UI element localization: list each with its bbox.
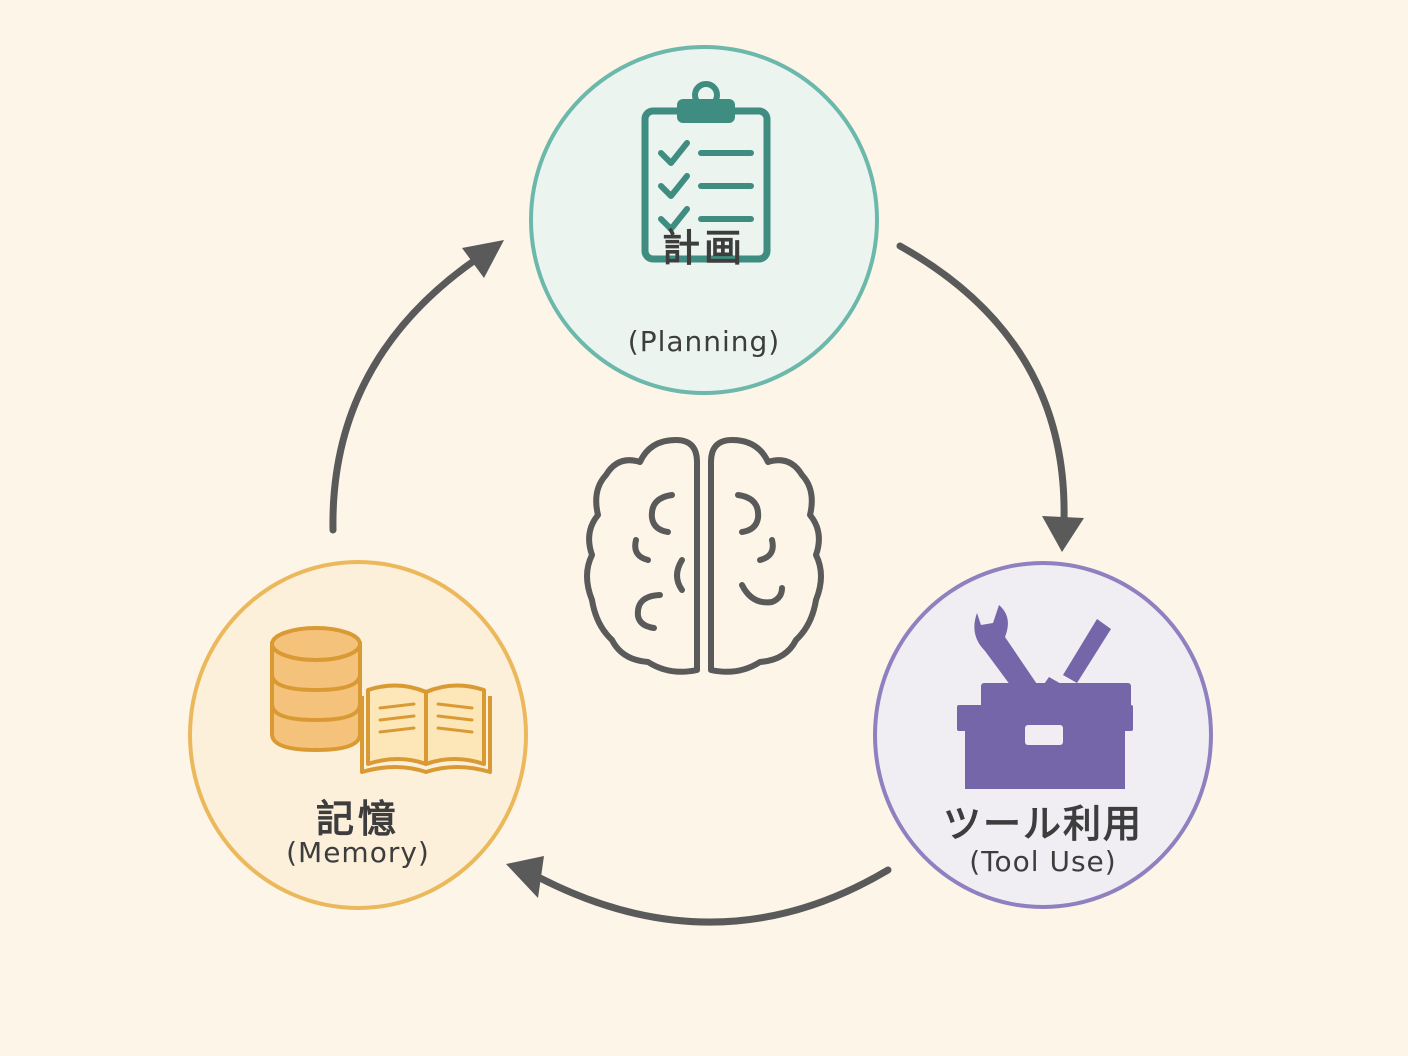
brain-icon xyxy=(584,437,824,675)
tool-use-title: ツール利用 xyxy=(942,802,1143,846)
database-book-icon xyxy=(270,626,492,774)
toolbox-icon xyxy=(957,605,1133,789)
memory-subtitle: (Memory) xyxy=(286,836,430,869)
memory-title: 記憶 xyxy=(315,797,400,841)
arrow-tool-to-memory xyxy=(536,866,892,926)
arrowhead-tool xyxy=(1042,516,1084,552)
clipboard-checklist-icon xyxy=(641,81,771,263)
tool-use-node: ツール利用 (Tool Use) xyxy=(873,561,1213,909)
tool-use-subtitle: (Tool Use) xyxy=(969,845,1117,878)
planning-title: 計画 xyxy=(661,226,746,270)
arrowhead-planning xyxy=(462,240,504,278)
arrow-planning-to-tool xyxy=(896,242,1068,524)
arrow-memory-to-planning xyxy=(329,254,482,534)
arrowhead-memory xyxy=(506,856,544,898)
memory-node: 記憶 (Memory) xyxy=(188,560,528,910)
planning-node: 計画 (Planning) xyxy=(529,45,879,395)
planning-subtitle: (Planning) xyxy=(627,325,781,358)
